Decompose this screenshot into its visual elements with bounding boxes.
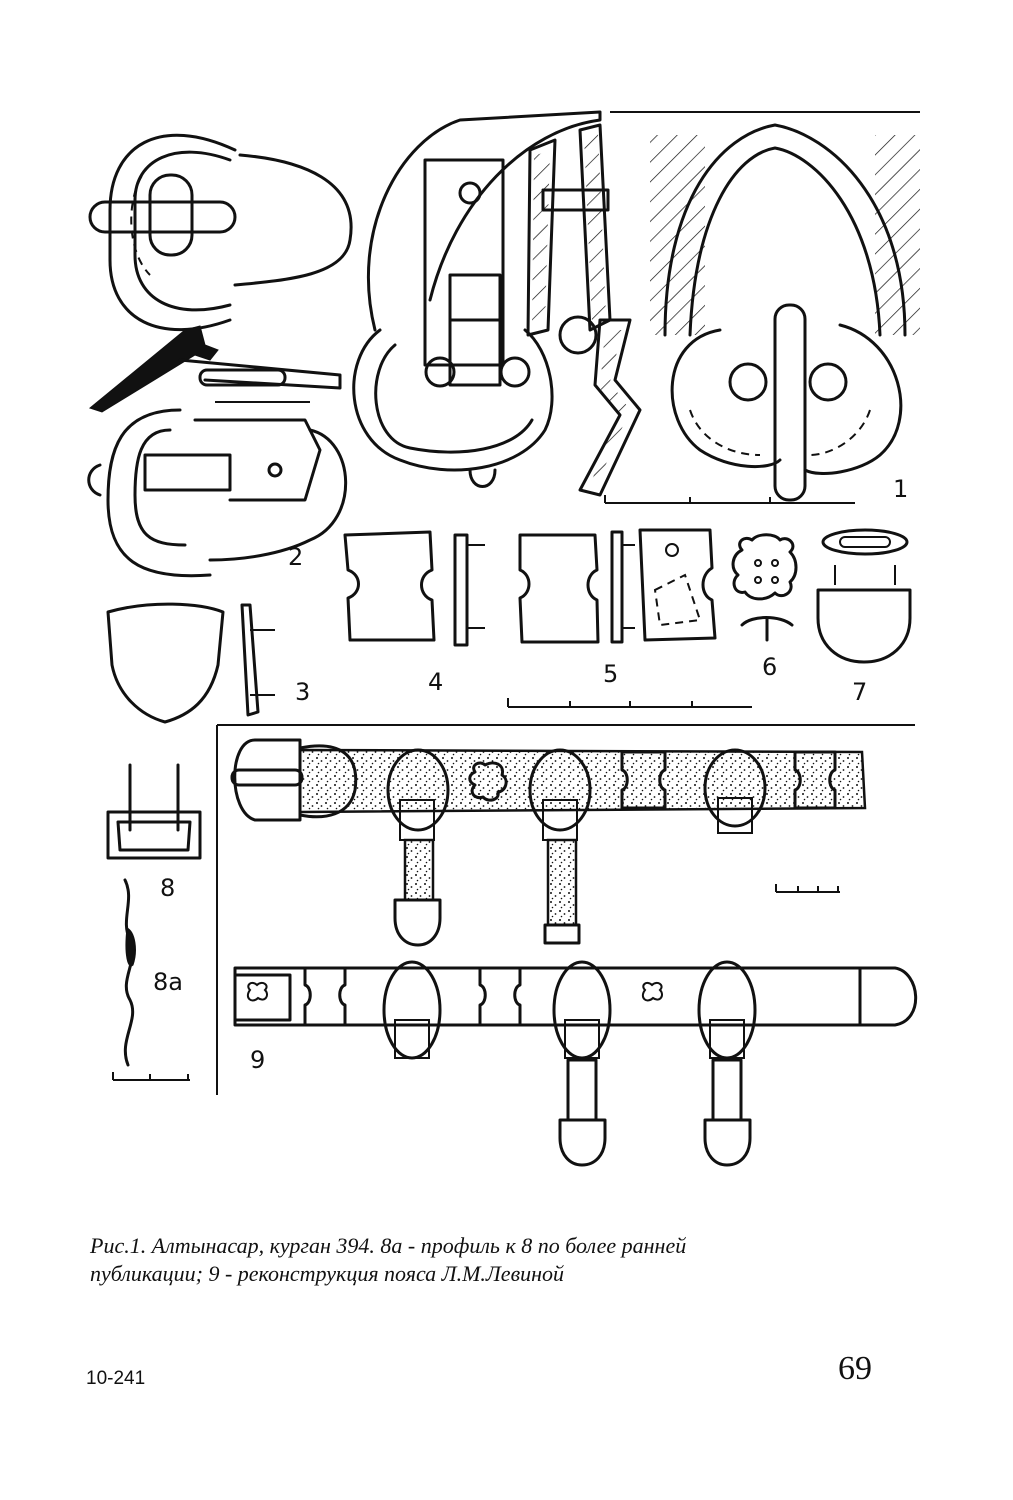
caption-line-2: публикации; 9 - реконструкция пояса Л.М.… [90, 1261, 565, 1286]
plate-5 [518, 528, 717, 644]
scale-bar-1 [604, 495, 855, 504]
belt-excavated [230, 738, 867, 947]
archaeological-figure: 1 2 3 4 [87, 110, 920, 1167]
buckle-8 [106, 763, 202, 860]
caption-line-1: Рис.1. Алтынасар, курган 394. 8а - профи… [90, 1233, 687, 1258]
label-item-5: 5 [603, 660, 618, 688]
label-item-6: 6 [762, 653, 777, 681]
label-item-4: 4 [428, 668, 443, 696]
buckle-1-profile [526, 123, 642, 497]
rosette-6 [731, 533, 798, 642]
figure-caption: Рис.1. Алтынасар, курган 394. 8а - профи… [90, 1232, 850, 1288]
buckle-1-rear-view [610, 111, 920, 502]
buckle-2 [87, 325, 348, 578]
label-item-8a: 8a [153, 968, 183, 996]
buckle-top-left [88, 133, 353, 332]
plate-4 [343, 530, 485, 647]
belt-reconstruction-9 [233, 960, 918, 1167]
sheet-code: 10-241 [86, 1368, 146, 1389]
label-item-8: 8 [160, 874, 175, 902]
page-number: 69 [838, 1350, 872, 1387]
plate-3 [106, 602, 275, 724]
scale-bar-belt [775, 884, 840, 893]
scale-bar-4-7 [507, 698, 752, 708]
label-item-7: 7 [852, 678, 867, 706]
label-item-9: 9 [250, 1046, 265, 1074]
tip-7 [816, 528, 912, 664]
profile-8a [112, 878, 190, 1081]
buckle-1-front-view [352, 110, 602, 488]
label-item-1: 1 [893, 475, 908, 503]
label-item-3: 3 [295, 678, 310, 706]
label-item-2: 2 [288, 543, 303, 571]
